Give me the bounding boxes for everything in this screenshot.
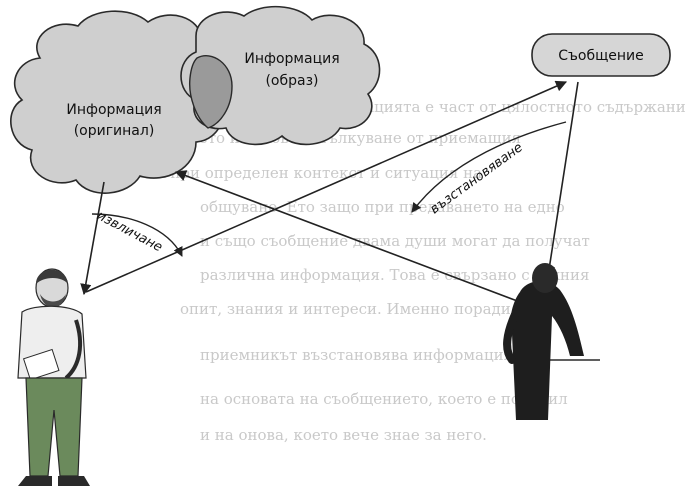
background-text-block: Информацията е част от цялостното съдърж…: [120, 98, 686, 444]
cloud-image-shape: [180, 5, 381, 146]
arrow-left-person-to-message: [85, 80, 568, 293]
arc-extraction-label: извличане: [94, 208, 165, 255]
person-left-arm: [64, 319, 83, 380]
bg-text-line: човек при определен контекст и ситуация …: [120, 164, 482, 182]
bg-text-line: и също съобщение двама души могат да пол…: [200, 232, 590, 250]
message-box: [531, 33, 671, 77]
cloud-image-line1: Информация: [244, 51, 339, 67]
bg-text-line: общуване. Ето защо при предаването на ед…: [200, 198, 565, 216]
cloud-image: Информация (образ): [180, 5, 381, 146]
arc-extraction: [91, 213, 183, 257]
arrow-message-to-right-person: [544, 81, 579, 278]
bg-text-line: на основата на съобщението, което е полу…: [200, 390, 568, 408]
person-left-hair: [36, 269, 68, 284]
arrow-right-person-to-original: [174, 170, 521, 303]
person-right-figure: [503, 263, 600, 420]
cloud-overlap: [189, 55, 233, 129]
person-left-pants: [25, 377, 83, 477]
bg-text-line: различна информация. Това е свързано с т…: [200, 266, 590, 284]
person-left-shoes: [18, 476, 90, 486]
person-right-arm: [503, 308, 520, 364]
person-right-head: [532, 263, 558, 293]
cloud-original-line2: (оригинал): [74, 123, 155, 139]
bg-text-line: и на онова, което вече знае за него.: [200, 426, 487, 444]
cloud-original-shape: [10, 10, 226, 194]
person-right-body: [510, 281, 584, 420]
person-left-beard: [40, 294, 66, 308]
cloud-image-line2: (образ): [265, 73, 318, 89]
bg-text-line: приемникът възстановява информацията: [200, 346, 530, 364]
cloud-original-line1: Информация: [66, 102, 161, 118]
message-label: Съобщение: [558, 48, 644, 64]
person-left-papers: [22, 348, 60, 381]
bg-text-line: опит, знания и интереси. Именно поради т…: [180, 300, 550, 318]
cloud-original: Информация (оригинал): [10, 10, 226, 194]
person-left-figure: [17, 268, 90, 486]
bg-text-line: Информацията е част от цялостното съдърж…: [300, 98, 686, 116]
arrow-original-to-left-person: [80, 181, 105, 296]
arc-restoration: [411, 121, 567, 213]
message-node: Съобщение: [531, 33, 671, 77]
